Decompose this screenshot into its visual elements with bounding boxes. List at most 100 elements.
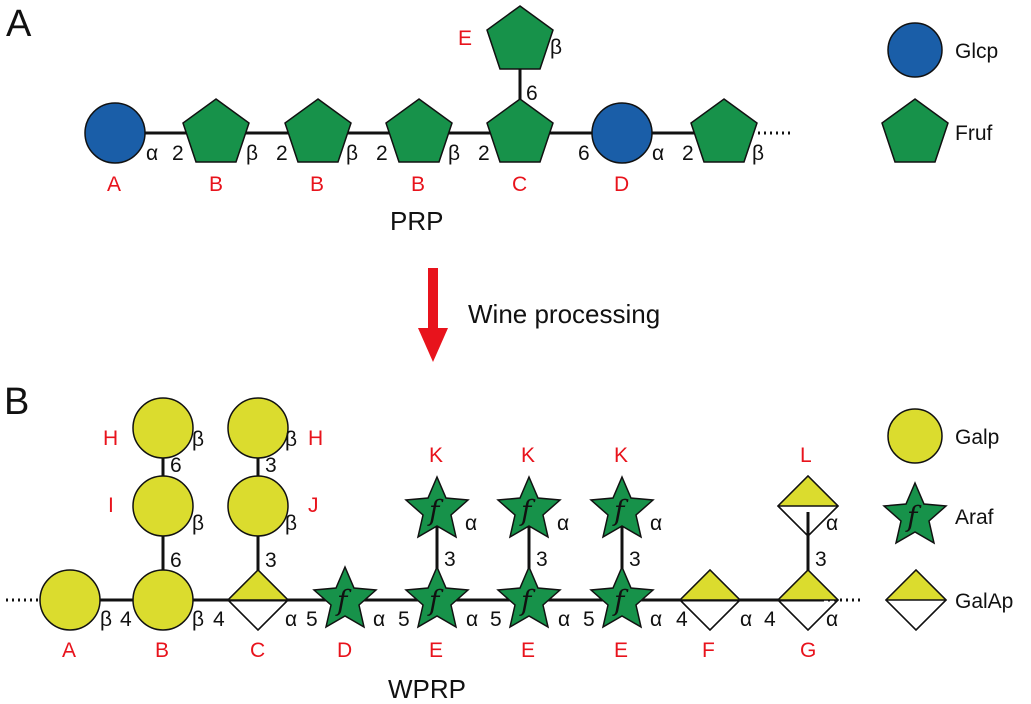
galp-residue-h1 xyxy=(132,397,194,459)
linkage-label: 3 xyxy=(536,548,548,571)
linkage-label: α xyxy=(146,142,158,165)
linkage-label: 2 xyxy=(682,142,694,165)
linkage-label: β xyxy=(192,428,204,451)
residue-label: E xyxy=(429,639,443,662)
fruf-residue-e xyxy=(486,5,554,70)
linkage-label: 2 xyxy=(172,142,184,165)
linkage-label: β xyxy=(752,142,764,165)
linkage-label: α xyxy=(652,142,664,165)
glcp-residue-a xyxy=(84,102,146,164)
residue-label: E xyxy=(458,27,472,50)
legend-label: Fruf xyxy=(955,122,993,145)
panel-b-caption: WPRP xyxy=(388,674,466,704)
residue-label: E xyxy=(521,639,535,662)
linkage-label: 3 xyxy=(815,548,827,571)
linkage-label: α xyxy=(465,512,477,535)
galap-residue-g xyxy=(776,568,840,632)
galp-residue-b xyxy=(132,569,194,631)
linkage-label: α xyxy=(650,512,662,535)
linkage-label: α xyxy=(826,608,838,631)
residue-label: K xyxy=(521,444,535,467)
galap-legend-icon xyxy=(884,568,948,632)
linkage-label: 6 xyxy=(578,142,590,165)
fruf-residue-b3 xyxy=(385,98,453,163)
linkage-label: 5 xyxy=(398,608,410,631)
fruf-residue-c xyxy=(486,98,554,163)
linkage-label: 5 xyxy=(583,608,595,631)
residue-label: J xyxy=(308,494,319,517)
araf-residue-e2: f xyxy=(497,566,561,628)
legend-label: Galp xyxy=(955,426,999,449)
araf-residue-k3: f xyxy=(590,476,654,538)
linkage-label: 3 xyxy=(629,548,641,571)
galap-residue-l xyxy=(776,474,840,538)
fruf-residue-b1 xyxy=(182,98,250,163)
linkage-label: β xyxy=(100,608,112,631)
linkage-label: β xyxy=(285,428,297,451)
linkage-label: 6 xyxy=(170,549,182,572)
residue-label: D xyxy=(614,173,629,196)
legend-label: Glcp xyxy=(955,40,998,63)
galp-legend-icon xyxy=(887,408,943,464)
residue-label: B xyxy=(155,639,169,662)
residue-label: A xyxy=(107,173,121,196)
linkage-label: β xyxy=(285,512,297,535)
araf-legend-icon: f xyxy=(883,482,947,544)
araf-residue-e3: f xyxy=(590,566,654,628)
linkage-label: α xyxy=(466,608,478,631)
residue-label: B xyxy=(310,173,324,196)
residue-label: D xyxy=(337,639,352,662)
araf-residue-e1: f xyxy=(405,566,469,628)
residue-label: K xyxy=(429,444,443,467)
residue-label: A xyxy=(62,639,76,662)
residue-label: F xyxy=(702,639,715,662)
linkage-label: 4 xyxy=(120,608,132,631)
linkage-label: β xyxy=(550,36,562,59)
residue-label: H xyxy=(308,427,323,450)
linkage-label: α xyxy=(373,608,385,631)
panel-a-letter: A xyxy=(6,3,32,45)
residue-label: C xyxy=(512,173,527,196)
residue-label: C xyxy=(250,639,265,662)
residue-label: L xyxy=(800,444,812,467)
legend-label: Araf xyxy=(955,506,994,529)
linkage-label: 6 xyxy=(526,82,538,105)
araf-residue-k2: f xyxy=(497,476,561,538)
residue-label: G xyxy=(800,639,816,662)
galp-residue-j xyxy=(227,475,289,537)
linkage-label: 4 xyxy=(764,608,776,631)
linkage-label: 3 xyxy=(265,454,277,477)
fruf-residue-end xyxy=(690,98,758,163)
glcp-residue-d xyxy=(591,102,653,164)
linkage-label: β xyxy=(246,142,258,165)
araf-residue-d: f xyxy=(313,566,377,628)
linkage-label: 2 xyxy=(478,142,490,165)
linkage-label: 6 xyxy=(170,454,182,477)
residue-label: K xyxy=(614,444,628,467)
linkage-label: β xyxy=(192,608,204,631)
fruf-legend-icon xyxy=(881,98,949,163)
linkage-label: α xyxy=(285,608,297,631)
fruf-residue-b2 xyxy=(284,98,352,163)
linkage-label: α xyxy=(826,512,838,535)
panel-a-caption: PRP xyxy=(390,206,443,236)
linkage-label: α xyxy=(740,608,752,631)
linkage-label: 3 xyxy=(265,549,277,572)
linkage-label: β xyxy=(448,142,460,165)
residue-label: B xyxy=(209,173,223,196)
linkage-label: 2 xyxy=(276,142,288,165)
galp-residue-a xyxy=(39,569,101,631)
legend-label: GalAp xyxy=(955,590,1013,613)
linkage-label: β xyxy=(192,512,204,535)
linkage-label: α xyxy=(558,608,570,631)
residue-label: E xyxy=(614,639,628,662)
glcp-legend-icon xyxy=(887,22,943,78)
linkage-label: 5 xyxy=(490,608,502,631)
process-label: Wine processing xyxy=(468,299,660,329)
residue-label: B xyxy=(411,173,425,196)
linkage-label: 5 xyxy=(306,608,318,631)
residue-label: H xyxy=(103,427,118,450)
galap-residue-f xyxy=(678,568,742,632)
process-arrow xyxy=(418,268,448,362)
